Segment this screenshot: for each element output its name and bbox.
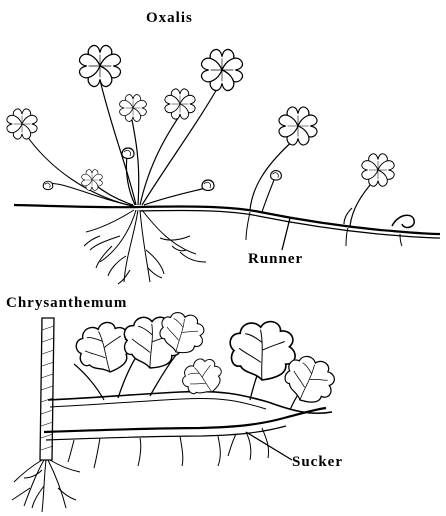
- oxalis-title: Oxalis: [146, 10, 193, 27]
- oxalis-roots: [84, 210, 206, 284]
- sucker-leader-line: [246, 432, 292, 460]
- oxalis-leaves: [7, 45, 394, 190]
- chrysanthemum-sucker: [44, 408, 326, 432]
- sucker-label: Sucker: [292, 454, 343, 471]
- runner-leader-line: [282, 218, 290, 250]
- runner-label: Runner: [248, 251, 303, 268]
- chrysanthemum-title: Chrysanthemum: [6, 295, 127, 312]
- oxalis-runner: [14, 205, 440, 234]
- chrysanthemum-main-stem: [40, 318, 54, 460]
- chrysanthemum-roots: [12, 460, 80, 512]
